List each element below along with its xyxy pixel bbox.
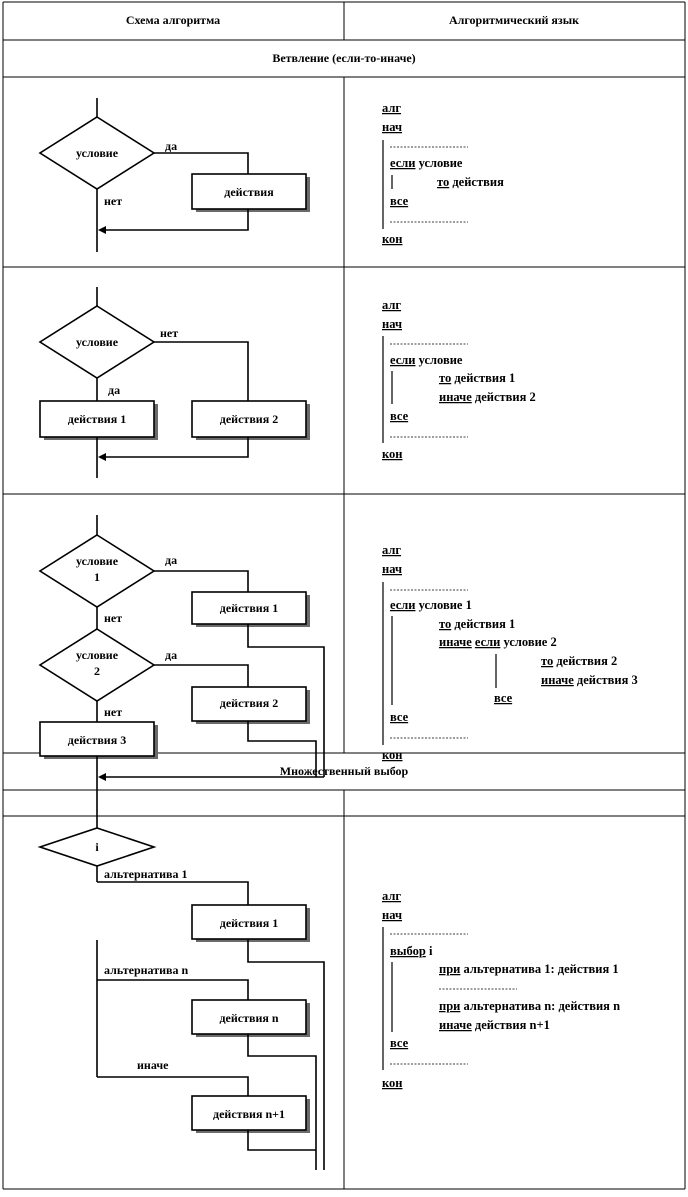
line-else1: иначе если условие 2	[439, 635, 557, 649]
no-label: нет	[104, 194, 122, 208]
code-if-then-else: алг нач если условие то действия 1 иначе…	[382, 298, 536, 461]
action-label: действия	[224, 185, 274, 199]
kw-alg: алг	[382, 101, 401, 115]
condition1-label-b: 1	[94, 570, 100, 584]
action1-box	[39, 400, 155, 438]
line-if1: если условие 1	[390, 598, 472, 612]
action1-label: действия 1	[220, 601, 278, 615]
flowchart-multiple-choice: i альтернатива 1 действия 1 альтернатива…	[37, 798, 325, 1170]
kw-begin: нач	[382, 317, 402, 331]
kw-alg: алг	[382, 298, 401, 312]
no-label: нет	[160, 326, 178, 340]
condition-label: условие	[76, 335, 119, 349]
kw-begin: нач	[382, 562, 402, 576]
kw-end: кон	[382, 232, 403, 246]
code-multiple-choice: алг нач выбор i при альтернатива 1: дейс…	[382, 889, 620, 1090]
condition2-label-b: 2	[94, 664, 100, 678]
arrow-icon	[98, 453, 106, 461]
kw-end-if: все	[390, 194, 409, 208]
header-scheme: Схема алгоритма	[126, 13, 220, 27]
action1-box	[191, 904, 307, 940]
flowchart-if-then-else: условие нет да действия 1 действия 2	[38, 287, 310, 478]
actionn1-label: действия n+1	[213, 1107, 285, 1121]
action2-label: действия 2	[220, 696, 278, 710]
kw-begin: нач	[382, 120, 402, 134]
kw-end-if: все	[390, 710, 409, 724]
arrow-icon	[98, 773, 106, 781]
yes-label: да	[108, 383, 120, 397]
alt1-label: альтернатива 1	[104, 867, 188, 881]
kw-end-choice: все	[390, 1036, 409, 1050]
no2-label: нет	[104, 705, 122, 719]
actionn-box	[191, 999, 307, 1035]
code-if-then: алг нач если условие то действия все кон	[382, 101, 504, 246]
action3-label: действия 3	[68, 733, 126, 747]
actionn-label: действия n	[219, 1011, 278, 1025]
kw-end: кон	[382, 748, 403, 762]
line-then: то действия	[437, 175, 504, 189]
otherwise-label: иначе	[137, 1058, 169, 1072]
condition1-label-a: условие	[76, 554, 119, 568]
kw-begin: нач	[382, 908, 402, 922]
action1-label: действия 1	[68, 412, 126, 426]
line-when1: при альтернатива 1: действия 1	[439, 962, 619, 976]
line-choice: выбор i	[390, 944, 433, 958]
flowchart-if-then: условие да действия нет	[38, 98, 310, 252]
kw-end-if: все	[390, 409, 409, 423]
action1-box	[191, 591, 307, 625]
actionn1-box	[191, 1095, 307, 1131]
line-if: если условие	[390, 156, 463, 170]
arrow-icon	[98, 226, 106, 234]
yes2-label: да	[165, 648, 177, 662]
kw-alg: алг	[382, 889, 401, 903]
line-then1: то действия 1	[439, 617, 515, 631]
kw-end: кон	[382, 447, 403, 461]
line-else: иначе действия 2	[439, 390, 536, 404]
kw-end-inner: все	[494, 691, 513, 705]
yes1-label: да	[165, 553, 177, 567]
line-if: если условие	[390, 353, 463, 367]
action3-box	[39, 721, 155, 757]
section-branching: Ветвление (если-то-иначе)	[272, 51, 415, 65]
condition2-label-a: условие	[76, 648, 119, 662]
no1-label: нет	[104, 611, 122, 625]
line-else: иначе действия n+1	[439, 1018, 550, 1032]
kw-end: кон	[382, 1076, 403, 1090]
line-then: то действия 1	[439, 371, 515, 385]
kw-alg: алг	[382, 543, 401, 557]
yes-label: да	[165, 139, 177, 153]
code-nested-if: алг нач если условие 1 то действия 1 ина…	[382, 543, 638, 762]
action2-label: действия 2	[220, 412, 278, 426]
condition-label: условие	[76, 146, 119, 160]
line-else2: иначе действия 3	[541, 673, 638, 687]
action1-label: действия 1	[220, 916, 278, 930]
flowchart-nested-if: условие 1 да действия 1 нет условие 2 да…	[38, 515, 325, 798]
section-multiple: Множественный выбор	[280, 764, 409, 778]
action-box	[191, 173, 307, 210]
altn-label: альтернатива n	[104, 963, 189, 977]
action2-box	[191, 686, 307, 722]
header-language: Алгоритмический язык	[449, 13, 579, 27]
line-then2: то действия 2	[541, 654, 617, 668]
action2-box	[191, 400, 307, 438]
line-whenn: при альтернатива n: действия n	[439, 999, 620, 1013]
selector-label: i	[95, 840, 99, 854]
